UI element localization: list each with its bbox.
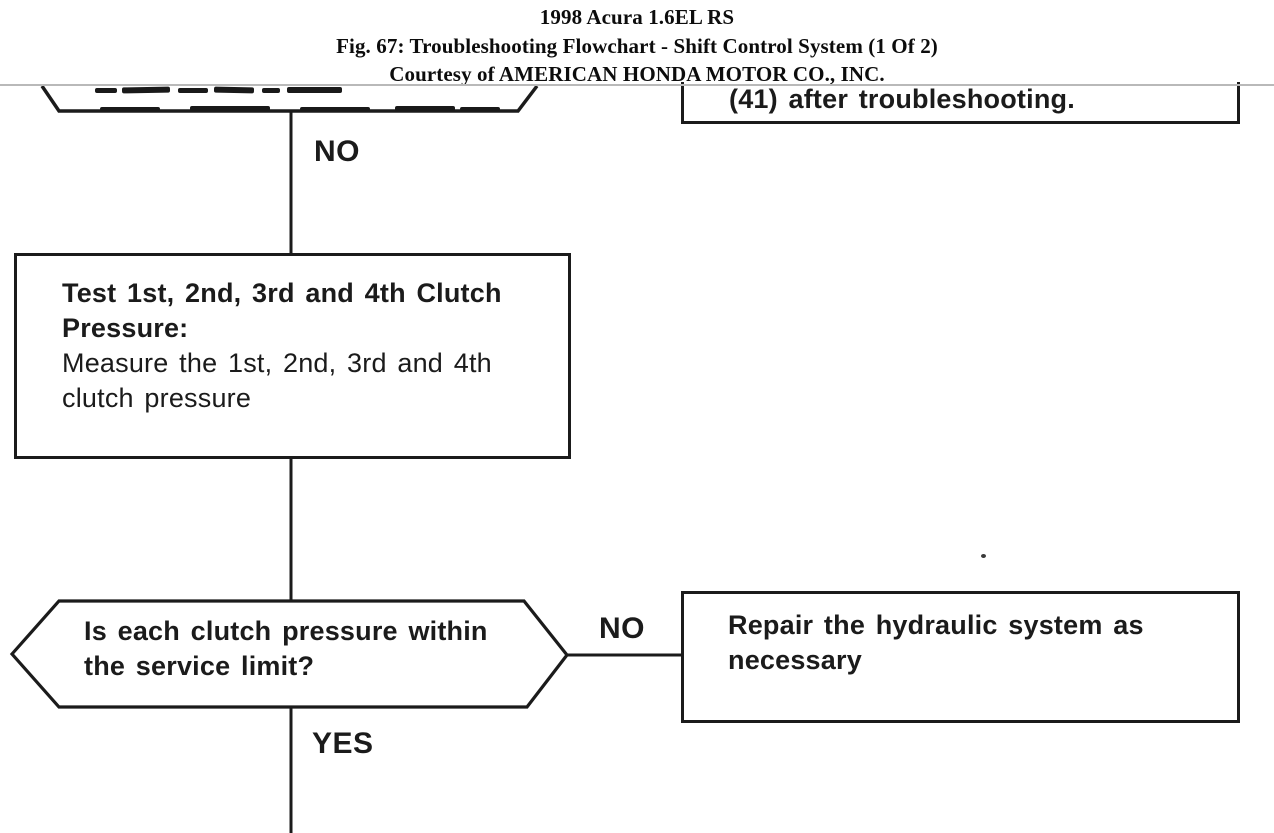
test-box-title-line2: Pressure: xyxy=(62,313,189,343)
decision-question: Is each clutch pressure within the servi… xyxy=(84,614,488,684)
courtesy-line: Courtesy of AMERICAN HONDA MOTOR CO., IN… xyxy=(389,62,885,86)
decision-question-line1: Is each clutch pressure within xyxy=(84,616,488,646)
figure-caption: Fig. 67: Troubleshooting Flowchart - Shi… xyxy=(336,33,938,58)
scan-artifact xyxy=(100,107,160,111)
scan-artifact xyxy=(190,106,270,111)
partial-note-box: (41) after troubleshooting. xyxy=(681,82,1240,124)
illegible-text-fragment xyxy=(262,88,280,93)
repair-hydraulic-box: Repair the hydraulic system as necessary xyxy=(681,591,1240,723)
repair-box-line1: Repair the hydraulic system as xyxy=(728,610,1144,640)
partial-note-text: (41) after troubleshooting. xyxy=(729,84,1075,114)
illegible-text-fragment xyxy=(178,88,208,93)
test-box-body-line2: clutch pressure xyxy=(62,383,252,413)
scan-artifact xyxy=(460,107,500,111)
scan-speck xyxy=(981,554,986,558)
scan-artifact xyxy=(300,107,370,111)
scan-artifact xyxy=(395,106,455,111)
test-box-title-line1: Test 1st, 2nd, 3rd and 4th Clutch xyxy=(62,278,502,308)
repair-box-line2: necessary xyxy=(728,645,862,675)
vehicle-title: 1998 Acura 1.6EL RS xyxy=(539,5,735,29)
test-clutch-pressure-box: Test 1st, 2nd, 3rd and 4th Clutch Pressu… xyxy=(14,253,571,459)
scan-boundary-line xyxy=(0,84,1274,86)
no-branch-label-top: NO xyxy=(314,135,360,168)
partial-decision-shape xyxy=(40,84,539,113)
yes-branch-label: YES xyxy=(312,727,374,760)
no-branch-label-decision: NO xyxy=(599,612,645,645)
decision-question-line2: the service limit? xyxy=(84,651,315,681)
illegible-text-fragment xyxy=(287,87,342,93)
test-box-body-line1: Measure the 1st, 2nd, 3rd and 4th xyxy=(62,348,492,378)
illegible-text-fragment xyxy=(95,88,117,93)
figure-header: 1998 Acura 1.6EL RS Fig. 67: Troubleshoo… xyxy=(0,0,1274,89)
